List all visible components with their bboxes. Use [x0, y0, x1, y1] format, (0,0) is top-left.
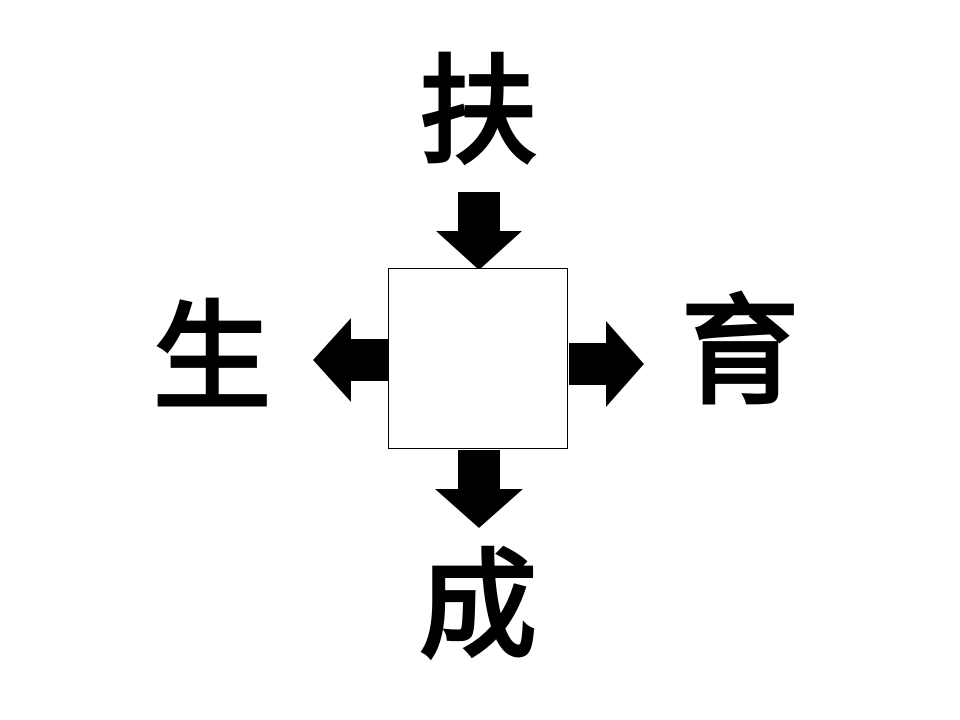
arrow-left-icon: [313, 318, 389, 402]
clue-kanji-left: 生: [152, 289, 271, 427]
answer-box[interactable]: [388, 268, 568, 449]
arrow-down-icon: [435, 450, 523, 528]
clue-kanji-top: 扶: [418, 43, 537, 181]
arrow-right-icon: [569, 321, 644, 407]
clue-kanji-bottom: 成: [418, 537, 537, 675]
arrow-down-icon: [436, 192, 522, 270]
clue-kanji-right: 育: [680, 283, 799, 421]
